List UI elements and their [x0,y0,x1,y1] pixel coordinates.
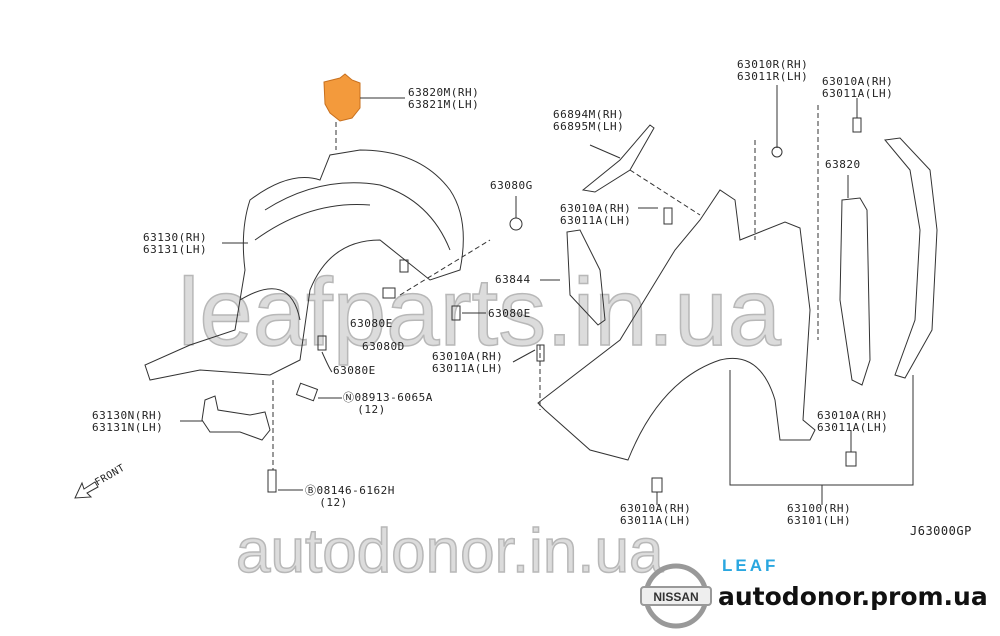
label-08913: Ⓝ08913-6065A (12) [343,391,433,416]
label-63080d: 63080D [362,340,405,353]
fender-part [537,189,816,461]
fender-protector-part [144,149,464,381]
seal-part [581,124,655,193]
diagram-code: J63000GP [910,524,972,538]
lower-protector-part [201,395,271,441]
label-63844: 63844 [495,273,531,286]
retainer-part [771,146,783,158]
front-arrow-icon [74,481,99,499]
bolt-b-part [267,469,277,493]
label-63080e-2: 63080E [488,307,531,320]
label-63130: 63130(RH)63131(LH) [143,231,208,256]
label-08146: Ⓑ08146-6162H (12) [305,484,395,509]
nut-part [295,382,319,402]
label-63010a-bottom: 63010A(RH)63011A(LH) [620,502,692,527]
leaf-model-label: LEAF [722,556,779,575]
label-63130n: 63130N(RH)63131N(LH) [92,409,164,434]
svg-text:NISSAN: NISSAN [653,590,698,604]
orange-bracket-part [323,73,361,122]
watermark-autodonor: autodonor.in.ua [235,516,664,587]
label-63080e-3: 63080E [333,364,376,377]
insulator-part [839,197,871,386]
label-63010a-upper-right: 63010A(RH)63011A(LH) [822,75,894,100]
site-url: autodonor.prom.ua [718,582,988,611]
label-66894m: 66894M(RH)66895M(LH) [553,108,625,133]
molding-part [884,137,938,379]
clip-g-part [509,217,523,231]
label-63820: 63820 [825,158,861,171]
label-63010a-lower-right: 63010A(RH)63011A(LH) [817,409,889,434]
label-63100: 63100(RH)63101(LH) [787,502,852,527]
label-63010a-mid: 63010A(RH)63011A(LH) [432,350,504,375]
nissan-logo: NISSAN [640,563,712,629]
label-63820m: 63820M(RH)63821M(LH) [408,86,480,111]
label-63010r: 63010R(RH)63011R(LH) [737,58,809,83]
label-63080g: 63080G [490,179,533,192]
label-63080e-1: 63080E [350,317,393,330]
label-63010a-upper-left: 63010A(RH)63011A(LH) [560,202,632,227]
bracket-63844-part [566,229,606,326]
